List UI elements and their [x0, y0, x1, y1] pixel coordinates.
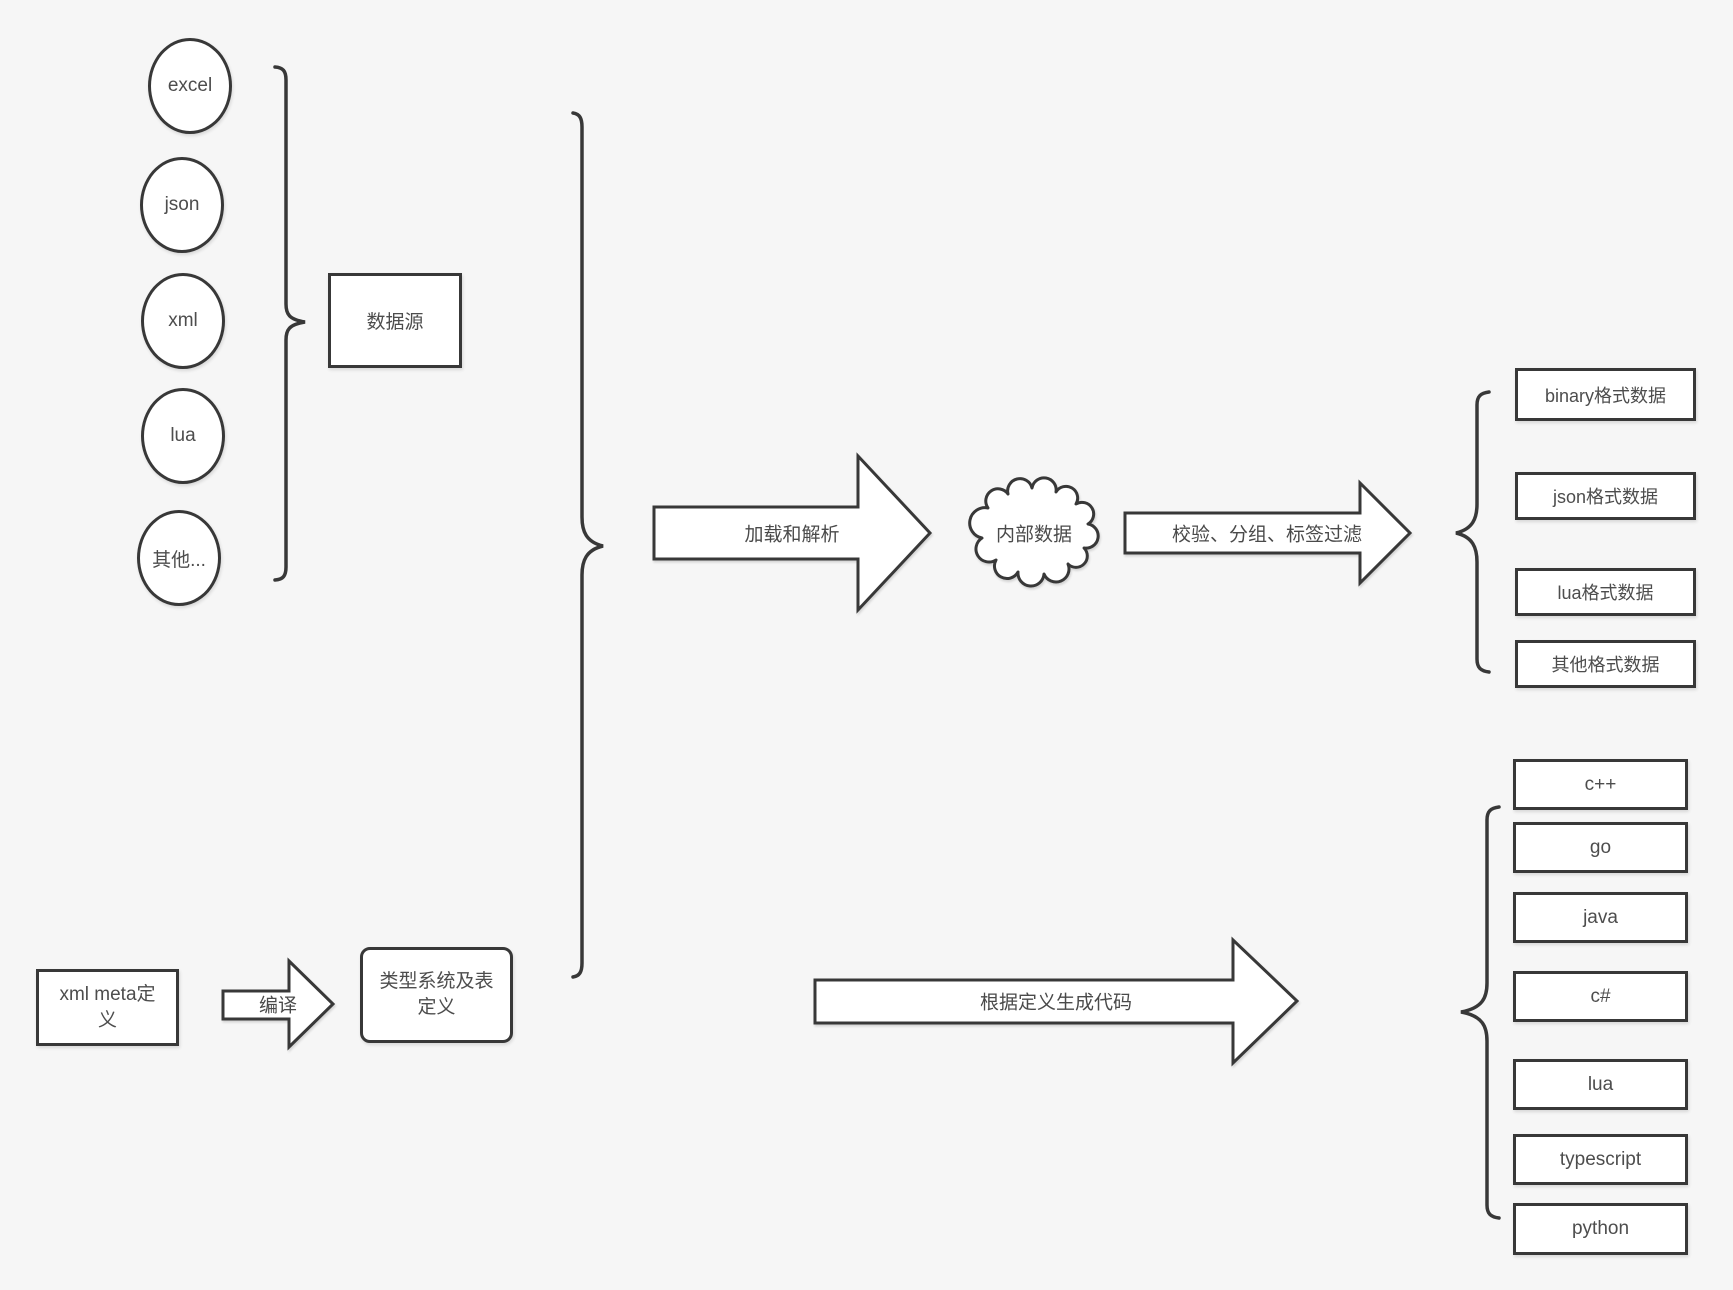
code-output-box-lua: lua [1513, 1059, 1688, 1110]
source-label: excel [167, 75, 213, 96]
source-label: json [164, 194, 200, 215]
internal-data-cloud [968, 476, 1100, 588]
source-label: 其他... [152, 549, 206, 571]
internal-data-cloud-label: 内部数据 [995, 524, 1073, 546]
type-system-label: 类型系统及表定义 [379, 971, 494, 1018]
code-output-label: python [1571, 1218, 1630, 1239]
source-node-xml: xml [141, 273, 225, 369]
code-output-box-cpp: c++ [1513, 759, 1688, 810]
generate-code-arrow-label: 根据定义生成代码 [979, 992, 1133, 1014]
compile-arrow-label: 编译 [258, 995, 298, 1017]
code-output-label: lua [1587, 1073, 1614, 1095]
data-output-box-json: json格式数据 [1515, 472, 1696, 520]
code-output-label: c++ [1584, 773, 1617, 795]
load-parse-arrow-label: 加载和解析 [744, 524, 840, 546]
generate-code-arrow [813, 936, 1300, 1067]
code-outputs-brace [1460, 805, 1501, 1220]
data-output-box-binary: binary格式数据 [1515, 368, 1696, 421]
source-node-json: json [140, 157, 224, 253]
code-output-box-go: go [1513, 822, 1688, 873]
code-output-box-python: python [1513, 1203, 1688, 1255]
sources-group-brace [273, 65, 306, 582]
data-source-label: 数据源 [366, 312, 424, 333]
data-output-label: 其他格式数据 [1551, 655, 1660, 675]
source-label: xml [168, 310, 198, 331]
filter-arrow-label: 校验、分组、标签过滤 [1171, 524, 1363, 546]
source-label: lua [170, 425, 196, 446]
source-node-other: 其他... [137, 510, 221, 606]
compile-arrow [221, 957, 336, 1051]
code-output-label: go [1589, 836, 1612, 858]
data-output-label: json格式数据 [1552, 487, 1659, 507]
code-output-label: java [1583, 906, 1618, 928]
source-node-excel: excel [148, 38, 232, 134]
code-output-box-java: java [1513, 892, 1688, 943]
data-output-label: binary格式数据 [1544, 385, 1667, 406]
left-column-brace [571, 111, 604, 979]
data-output-label: lua格式数据 [1557, 583, 1654, 603]
xml-meta-box: xml meta定义 [36, 969, 179, 1046]
code-output-box-csharp: c# [1513, 971, 1688, 1022]
code-output-label: typescript [1559, 1148, 1642, 1170]
data-source-box: 数据源 [328, 273, 462, 368]
source-node-lua: lua [141, 388, 225, 484]
data-output-box-other: 其他格式数据 [1515, 640, 1696, 688]
load-parse-arrow [652, 452, 933, 614]
code-output-label: c# [1590, 985, 1611, 1007]
filter-arrow [1123, 479, 1413, 587]
data-output-box-lua: lua格式数据 [1515, 568, 1696, 616]
code-output-box-typescript: typescript [1513, 1134, 1688, 1185]
type-system-box: 类型系统及表定义 [360, 947, 513, 1043]
data-outputs-brace [1455, 390, 1491, 674]
xml-meta-label: xml meta定义 [59, 983, 156, 1031]
